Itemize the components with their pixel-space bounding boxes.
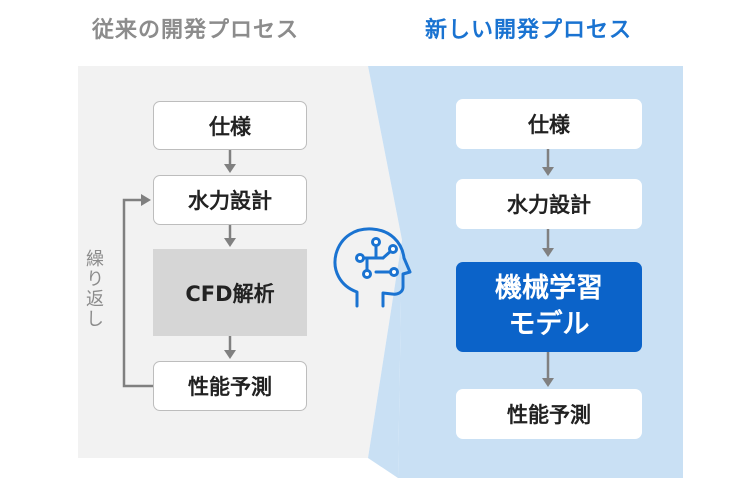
old-step-cfd-analysis: CFD解析	[153, 249, 307, 336]
new-process-arrows	[542, 149, 554, 387]
ml-model-line-1: 機械学習	[495, 273, 603, 304]
ml-model-line-2: モデル	[508, 309, 590, 340]
loop-label: 繰り返し	[83, 249, 104, 329]
old-step-spec: 仕様	[153, 101, 307, 150]
new-process-heading: 新しい開発プロセス	[425, 18, 633, 43]
new-step-hydraulic-design: 水力設計	[456, 179, 642, 229]
ai-brain-head-icon	[333, 227, 412, 308]
old-step-performance-prediction: 性能予測	[153, 361, 307, 411]
loop-bracket	[122, 194, 153, 388]
new-step-performance-prediction: 性能予測	[456, 389, 642, 439]
old-process-arrows	[224, 150, 236, 359]
new-step-ml-model: 機械学習 モデル	[456, 262, 642, 352]
old-process-heading: 従来の開発プロセス	[92, 18, 300, 43]
old-step-hydraulic-design: 水力設計	[153, 175, 307, 225]
new-step-spec: 仕様	[456, 99, 642, 149]
